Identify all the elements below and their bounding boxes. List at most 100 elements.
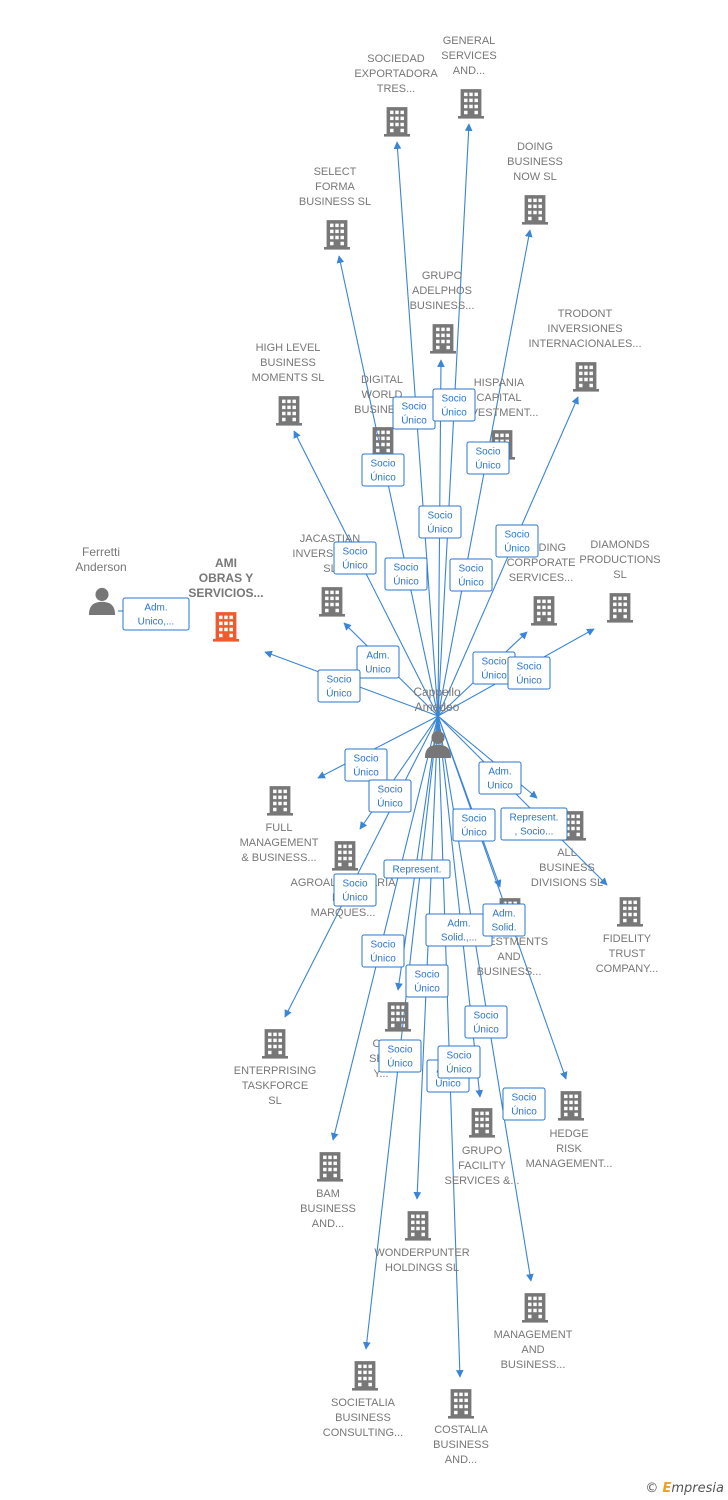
building-icon	[352, 1361, 378, 1391]
building-icon	[531, 596, 557, 626]
badge-box	[507, 656, 551, 690]
badge-text: Adm.Solid.,...	[441, 919, 477, 944]
relation-badge[interactable]: Adm.Solid.	[482, 903, 526, 937]
badge-box	[361, 934, 405, 968]
badge-box	[452, 808, 496, 842]
brand-logo-e: E	[662, 1481, 672, 1496]
badge-box	[344, 748, 388, 782]
relation-badge[interactable]: Adm.Solid.,...	[425, 913, 493, 947]
building-icon	[384, 107, 410, 137]
relation-badge[interactable]: Represent., Socio...	[500, 807, 568, 841]
badge-text: Adm.Unico	[365, 651, 391, 676]
badge-box	[361, 453, 405, 487]
edge-bam	[330, 715, 439, 1141]
relation-badge[interactable]: Represent.	[383, 859, 451, 879]
building-icon	[324, 220, 350, 250]
badge-box	[333, 541, 377, 575]
building-icon	[522, 195, 548, 225]
badge-box	[378, 1039, 422, 1073]
badge-box	[437, 1045, 481, 1079]
person-icon	[88, 587, 116, 615]
building-icon	[522, 1293, 548, 1323]
edge-fidelity	[437, 715, 608, 886]
relation-badge[interactable]: Adm.Unico	[478, 761, 522, 795]
relation-badge[interactable]: Adm.Unico	[356, 645, 400, 679]
building-icon	[267, 786, 293, 816]
footer-brand[interactable]: © Empresia	[645, 1481, 724, 1496]
badge-box	[482, 903, 526, 937]
building-icon	[276, 396, 302, 426]
edge-full	[317, 715, 439, 779]
building-icon	[262, 1029, 288, 1059]
building-icon	[385, 1002, 411, 1032]
badge-box	[418, 505, 462, 539]
badge-box	[384, 557, 428, 591]
edge-societalia	[362, 715, 439, 1350]
badge-box	[122, 597, 190, 631]
building-icon	[573, 362, 599, 392]
relation-badge[interactable]: Adm.Unico,...	[122, 597, 190, 631]
badge-text: Represent.	[393, 865, 442, 876]
building-icon	[558, 1091, 584, 1121]
